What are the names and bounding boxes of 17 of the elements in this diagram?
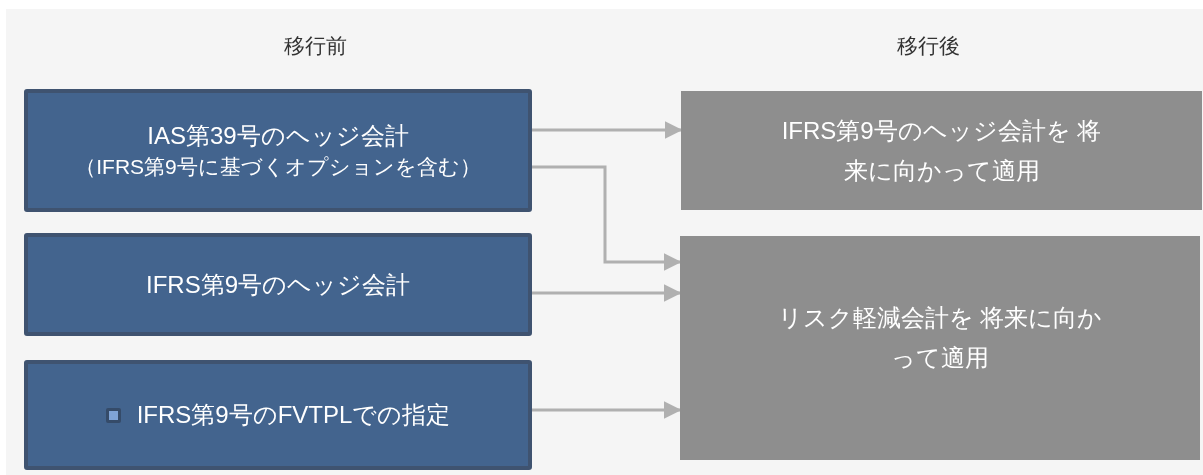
box-label: IFRS第9号のヘッジ会計	[146, 269, 410, 300]
box-label: リスク軽減会計を 将来に向かって適用	[776, 303, 1104, 373]
box-label: IFRS第9号のFVTPLでの指定	[136, 400, 451, 430]
source-box	[24, 89, 532, 212]
arrow	[532, 401, 682, 419]
result-box	[681, 91, 1202, 210]
source-box	[24, 360, 532, 470]
source-box	[24, 233, 532, 336]
box-label: IAS第39号のヘッジ会計	[147, 120, 409, 151]
column-heading: 移行後	[896, 33, 960, 59]
column-heading: 移行前	[283, 33, 347, 59]
arrow	[532, 284, 682, 302]
arrow	[532, 121, 683, 139]
arrow	[532, 165, 682, 271]
box-label: IFRS第9号のヘッジ会計を 将来に向かって適用	[780, 115, 1103, 186]
result-box	[680, 236, 1200, 460]
box-subtitle: （IFRS第9号に基づくオプションを含む）	[75, 153, 481, 180]
